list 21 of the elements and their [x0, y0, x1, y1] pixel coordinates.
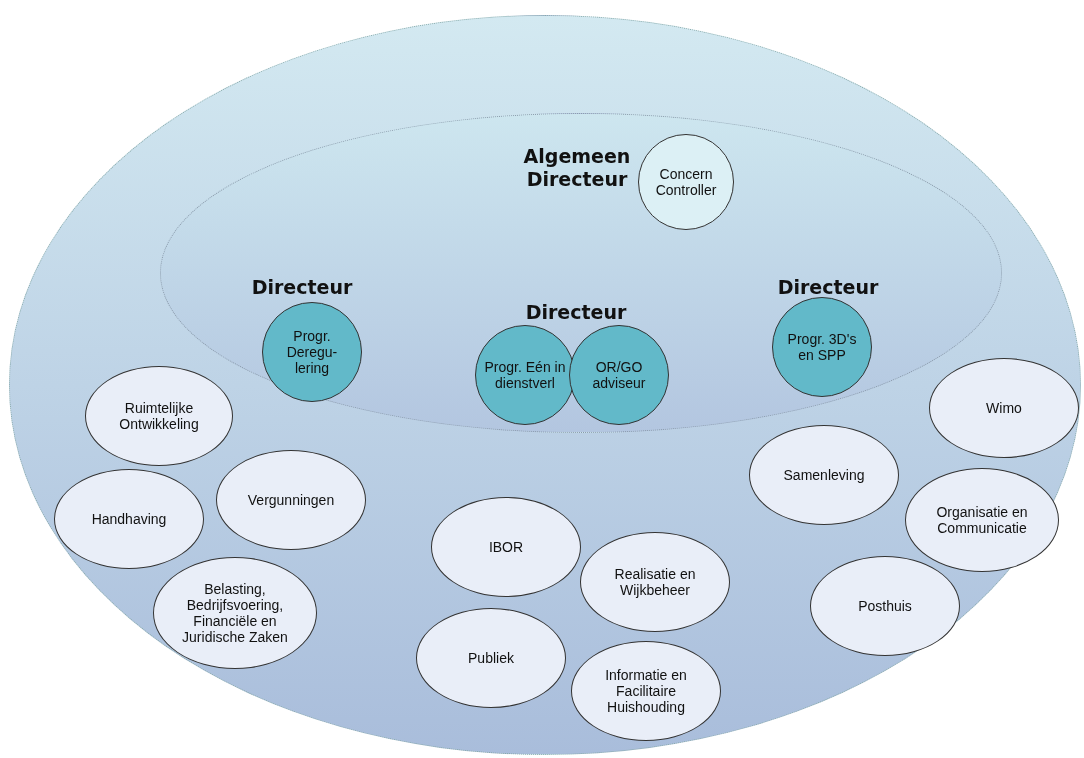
- unit-name: Concern Controller: [654, 165, 718, 199]
- unit-name: Organisatie en Communicatie: [935, 503, 1029, 537]
- unit-name: Realisatie en Wijkbeheer: [613, 565, 697, 599]
- unit-name: Posthuis: [857, 597, 913, 615]
- unit-name: Samenleving: [782, 466, 866, 484]
- unit-name: Wimo: [985, 399, 1023, 417]
- unit-name: Publiek: [467, 649, 515, 667]
- role-title: Directeur: [776, 275, 880, 299]
- unit-name: Progr. Deregu- lering: [285, 327, 339, 377]
- role-title: Algemeen Directeur: [522, 145, 632, 191]
- unit-name: Ruimtelijke Ontwikkeling: [118, 399, 200, 433]
- unit-name: IBOR: [487, 538, 525, 556]
- unit-name: Handhaving: [90, 510, 168, 528]
- unit-name: Belasting, Bedrijfsvoering, Financiële en Juridische Zaken: [181, 580, 289, 646]
- unit-name: Informatie en Facilitaire Huishouding: [604, 666, 688, 716]
- unit-name: Progr. 3D's en SPP: [786, 330, 858, 364]
- role-title: Directeur: [524, 300, 628, 324]
- unit-name: Progr. Eén in dienstverl: [483, 358, 567, 392]
- role-title: Directeur: [250, 275, 354, 299]
- unit-name: Vergunningen: [246, 491, 336, 509]
- unit-name: OR/GO adviseur: [591, 358, 647, 392]
